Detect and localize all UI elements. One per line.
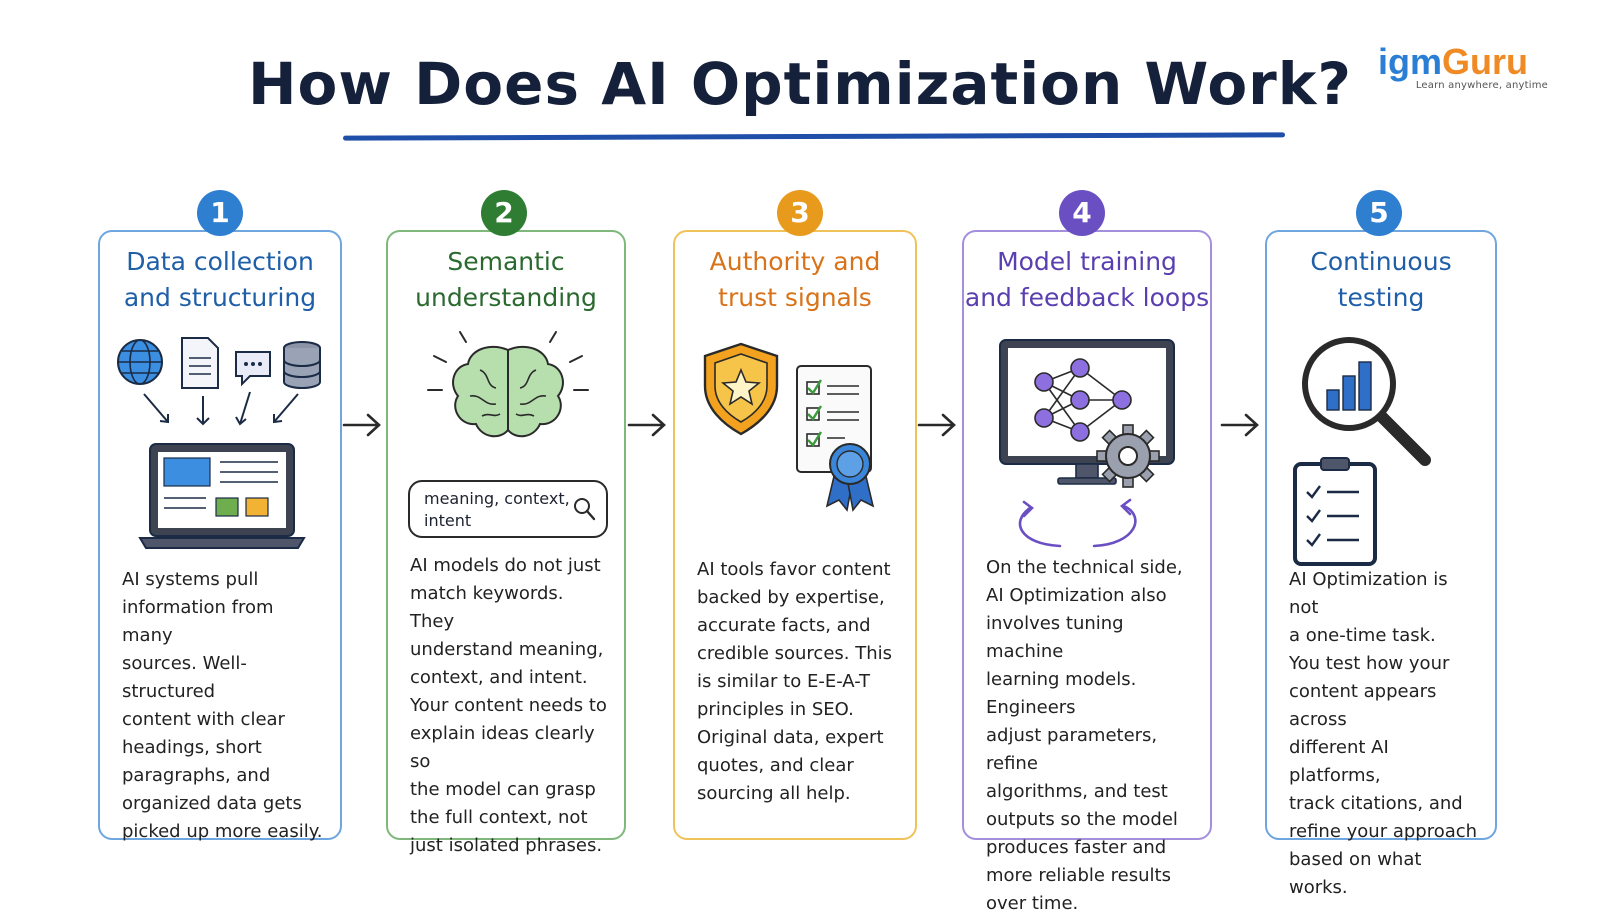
brain-icon — [452, 345, 564, 438]
step-4-title: Model training and feedback loops — [964, 247, 1210, 312]
magnifier-chart-icon — [1302, 337, 1431, 466]
step-2-card: Semantic understanding meaning, context,… — [386, 230, 626, 856]
gear-icon — [1096, 424, 1160, 488]
shield-star-icon — [703, 342, 779, 436]
cycle-arrows-icon — [1018, 498, 1137, 548]
award-ribbon-icon — [825, 443, 875, 512]
document-icon — [181, 337, 219, 389]
step-2-title: Semantic understanding — [415, 247, 597, 312]
semantic-search-box: meaning, context, intent — [408, 480, 608, 538]
step-1-badge: 1 — [197, 190, 243, 236]
step-4-badge: 4 — [1059, 190, 1105, 236]
arrow-right-icon — [917, 413, 956, 437]
title-underline — [342, 132, 1286, 141]
step-1-card: Data collection and structuring — [98, 230, 342, 842]
step-4-body: On the technical side, AI Optimization a… — [986, 557, 1183, 914]
arrow-right-icon — [627, 413, 666, 437]
step-5-badge: 5 — [1356, 190, 1402, 236]
step-4-card: Model training and feedback loops — [962, 230, 1212, 914]
search-icon — [574, 498, 596, 521]
step-3-body: AI tools favor content backed by experti… — [697, 559, 893, 804]
step-5-title: Continuous testing — [1310, 247, 1452, 312]
search-box-text: meaning, context, intent — [424, 489, 570, 530]
database-icon — [283, 341, 321, 389]
chat-icon — [235, 351, 271, 387]
step-3-title: Authority and trust signals — [709, 247, 881, 312]
clipboard-checklist-icon — [1293, 457, 1377, 566]
logo-part-1: igm — [1378, 41, 1443, 82]
step-5-body: AI Optimization is not a one-time task. … — [1289, 569, 1478, 898]
step-2-body: AI models do not just match keywords. Th… — [410, 555, 607, 856]
arrow-right-icon — [342, 413, 381, 437]
step-2-badge: 2 — [481, 190, 527, 236]
logo-part-2: Guru — [1442, 41, 1529, 82]
step-5-card: Continuous testing AI Optimization is no… — [1265, 230, 1497, 898]
step-1-body: AI systems pull information from many so… — [122, 569, 323, 842]
step-3-badge: 3 — [777, 190, 823, 236]
laptop-icon — [138, 443, 306, 549]
step-3-card: Authority and trust signals AI tools fav… — [673, 230, 917, 840]
step-1-title: Data collection and structuring — [123, 247, 317, 312]
igmguru-logo[interactable]: igmGuru Learn anywhere, anytime — [1378, 41, 1548, 92]
logo-tagline: Learn anywhere, anytime — [1415, 80, 1548, 91]
globe-icon — [117, 339, 163, 385]
arrow-right-icon — [1220, 413, 1259, 437]
page-title: How Does AI Optimization Work? — [247, 50, 1353, 118]
